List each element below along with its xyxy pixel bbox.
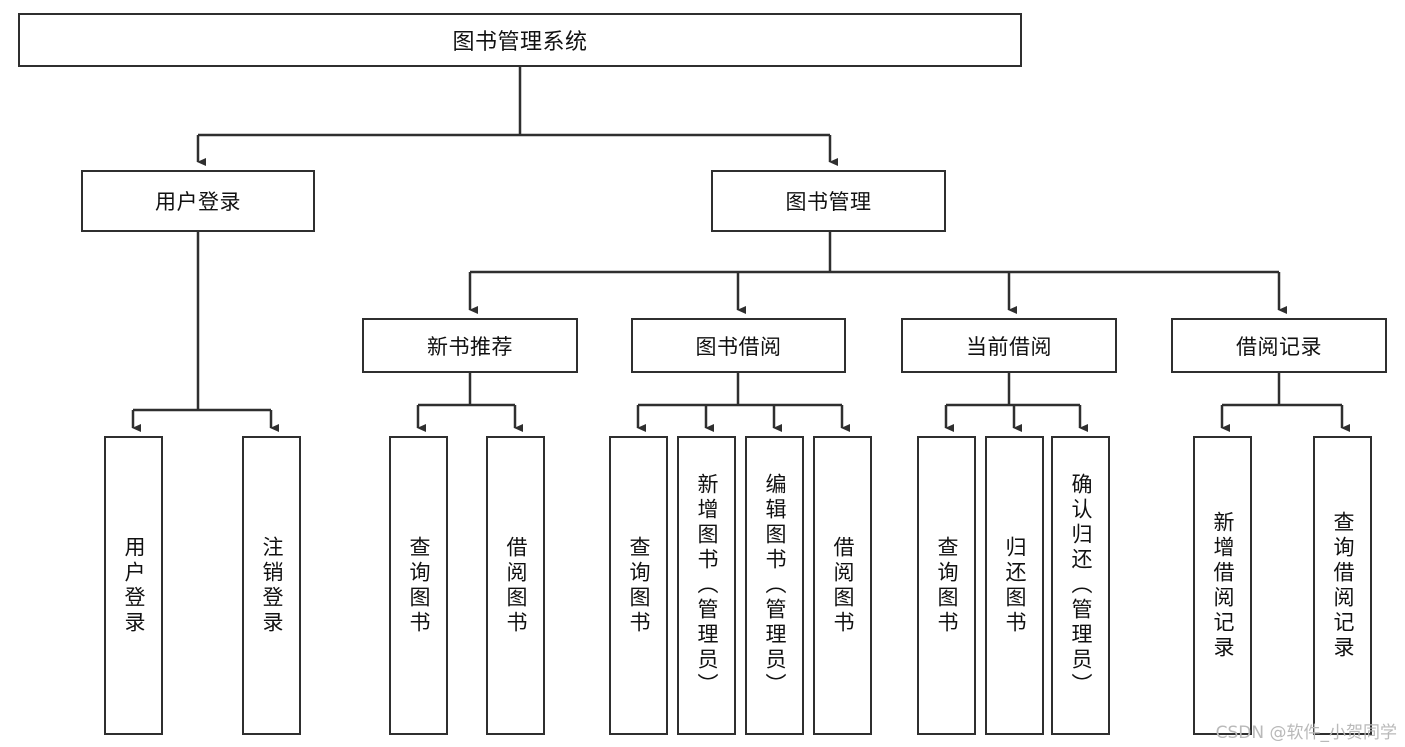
node-label: 图书管理系统: [452, 30, 588, 55]
node-label: 确认归还（管理员）: [1069, 473, 1093, 698]
node-label: 用户登录: [122, 535, 146, 636]
leaf-record-add-record[interactable]: 新增借阅记录: [1193, 436, 1252, 735]
node-label: 查询图书: [407, 535, 431, 636]
node-label: 用户登录: [155, 190, 241, 214]
node-book-management[interactable]: 图书管理: [711, 170, 946, 232]
node-label: 新增图书（管理员）: [695, 473, 719, 698]
node-label: 查询图书: [935, 535, 959, 636]
node-root-system[interactable]: 图书管理系统: [18, 13, 1022, 67]
leaf-recommend-query-book[interactable]: 查询图书: [389, 436, 448, 735]
leaf-borrow-query-book[interactable]: 查询图书: [609, 436, 668, 735]
node-label: 新书推荐: [427, 334, 513, 359]
node-book-borrow[interactable]: 图书借阅: [631, 318, 846, 373]
node-label: 归还图书: [1003, 535, 1027, 636]
leaf-current-return-book[interactable]: 归还图书: [985, 436, 1044, 735]
leaf-borrow-add-book-admin[interactable]: 新增图书（管理员）: [677, 436, 736, 735]
node-label: 编辑图书（管理员）: [763, 473, 787, 698]
node-current-borrow[interactable]: 当前借阅: [901, 318, 1117, 373]
node-label: 注销登录: [260, 535, 284, 636]
leaf-user-login-login[interactable]: 用户登录: [104, 436, 163, 735]
node-label: 查询借阅记录: [1331, 510, 1355, 661]
leaf-borrow-borrow-book[interactable]: 借阅图书: [813, 436, 872, 735]
node-label: 借阅图书: [831, 535, 855, 636]
leaf-recommend-borrow-book[interactable]: 借阅图书: [486, 436, 545, 735]
node-user-login[interactable]: 用户登录: [81, 170, 315, 232]
node-label: 查询图书: [627, 535, 651, 636]
node-label: 当前借阅: [966, 334, 1052, 359]
leaf-user-login-logout[interactable]: 注销登录: [242, 436, 301, 735]
node-label: 借阅记录: [1236, 334, 1322, 359]
leaf-current-query-book[interactable]: 查询图书: [917, 436, 976, 735]
leaf-record-query-record[interactable]: 查询借阅记录: [1313, 436, 1372, 735]
leaf-borrow-edit-book-admin[interactable]: 编辑图书（管理员）: [745, 436, 804, 735]
node-label: 图书管理: [785, 190, 872, 214]
node-borrow-record[interactable]: 借阅记录: [1171, 318, 1387, 373]
csdn-watermark: CSDN @软件_小贺同学: [1215, 723, 1397, 743]
leaf-current-confirm-return-admin[interactable]: 确认归还（管理员）: [1051, 436, 1110, 735]
node-label: 图书借阅: [695, 334, 782, 359]
node-new-book-recommend[interactable]: 新书推荐: [362, 318, 578, 373]
node-label: 借阅图书: [504, 535, 528, 636]
node-label: 新增借阅记录: [1211, 510, 1235, 661]
